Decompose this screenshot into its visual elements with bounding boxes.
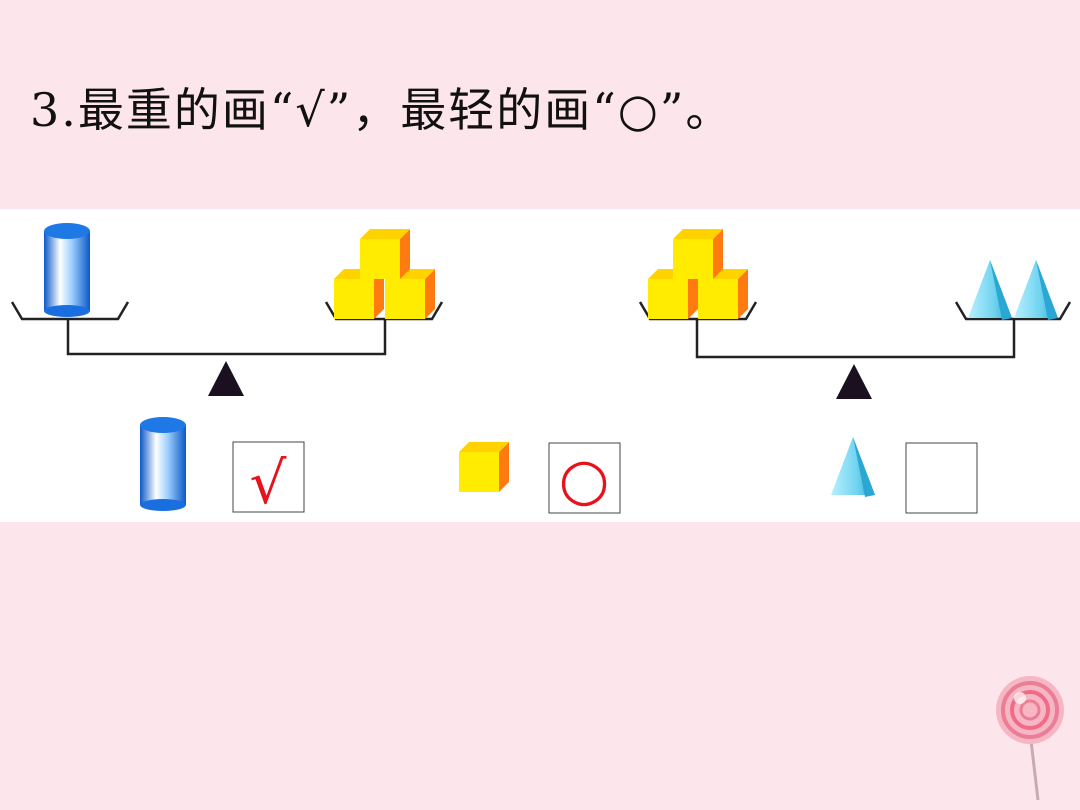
answer-cube [459,442,509,492]
question-title: 3.最重的画“√”，最轻的画“○”。 [30,83,734,137]
balance-scale-1 [10,223,444,396]
cube-stack [334,229,435,319]
balance-beam [695,319,1016,359]
balance-fulcrum [836,364,872,399]
balance-scale-2 [638,229,1072,399]
lollipop-icon [996,676,1064,801]
cube-stack [648,229,748,319]
cylinder-shape [44,223,90,317]
answer-box-cube[interactable] [548,442,621,514]
exercise-panel: √ ○ [0,209,1080,522]
balance-fulcrum [208,361,244,396]
answer-cone [831,437,875,497]
answer-box-cylinder[interactable] [232,441,305,513]
circle-mark: ○ [559,445,610,513]
cone-pair [968,260,1058,320]
balance-beam [66,319,387,356]
answer-box-cone[interactable] [905,442,978,514]
left-pan [10,301,130,321]
exercise-illustration: √ ○ [10,223,1072,517]
check-mark: √ [250,449,287,517]
answer-cylinder [140,417,186,511]
